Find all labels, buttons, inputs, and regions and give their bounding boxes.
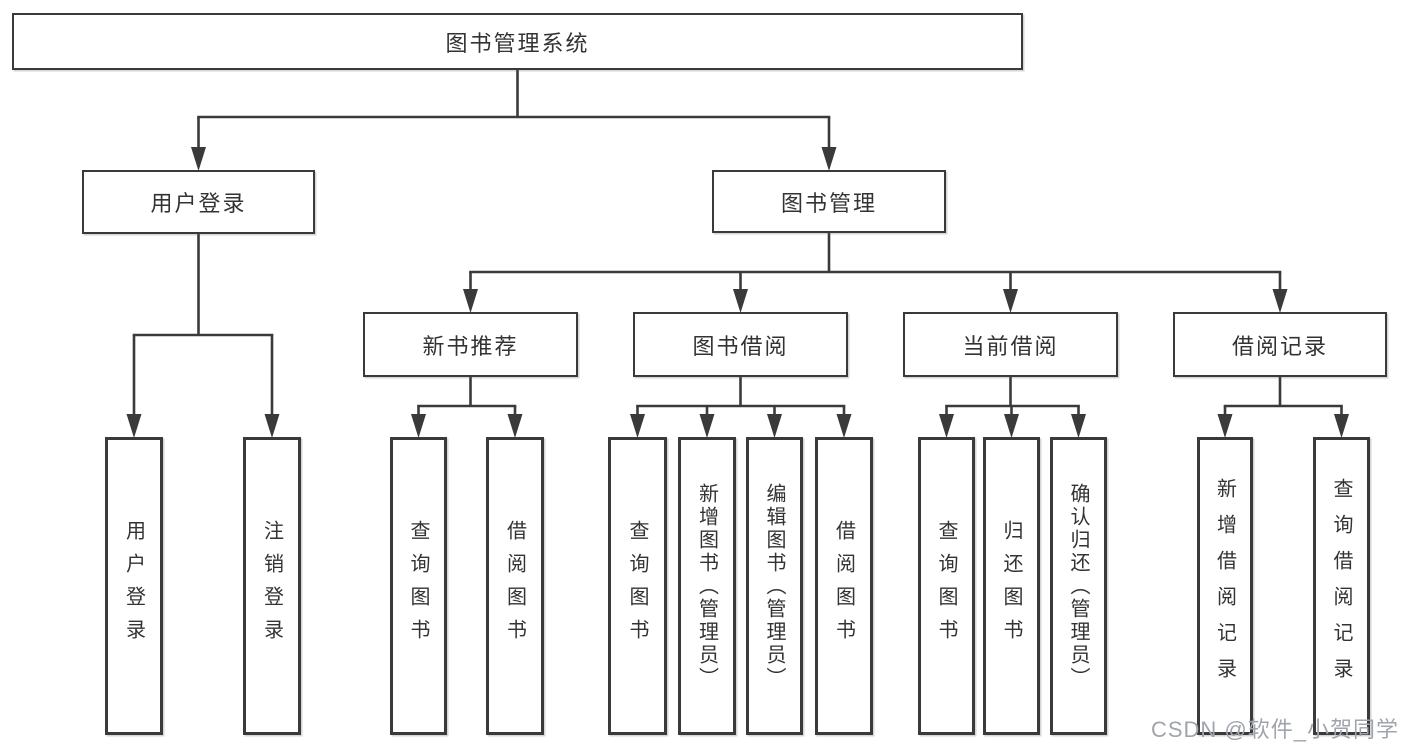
arrowhead-icon (507, 414, 523, 438)
node-add-borrow-record-leaf: 新增借阅记录 (1197, 437, 1253, 735)
node-label: 查询图书 (935, 520, 957, 652)
node-label: 图书管理系统 (445, 30, 590, 56)
arrowhead-icon (1003, 289, 1018, 313)
arrowhead-icon (264, 414, 280, 438)
node-label: 注销登录 (260, 520, 283, 652)
node-label: 查询借阅记录 (1330, 478, 1352, 694)
arrowhead-icon (1004, 414, 1019, 438)
node-label: 当前借阅 (962, 333, 1059, 359)
node-label: 确认归还（管理员） (1067, 482, 1089, 690)
arrowhead-icon (767, 414, 782, 438)
watermark: CSDN @软件_小贺同学 (1150, 717, 1399, 742)
arrowhead-icon (1217, 414, 1233, 438)
node-user-login-leaf: 用户登录 (105, 437, 163, 735)
node-query-books-leaf: 查询图书 (918, 437, 975, 735)
arrowhead-icon (836, 414, 852, 438)
node-current-borrowing: 当前借阅 (903, 312, 1118, 377)
node-book-management: 图书管理 (712, 170, 946, 233)
node-library-management-system: 图书管理系统 (12, 13, 1023, 70)
node-label: 查询图书 (407, 520, 429, 652)
node-label: 用户登录 (122, 520, 145, 652)
arrowhead-icon (463, 289, 478, 313)
arrowhead-icon (821, 147, 837, 171)
node-borrow-books-leaf: 借阅图书 (815, 437, 873, 735)
node-label: 编辑图书（管理员） (763, 482, 785, 690)
node-label: 图书管理 (780, 190, 877, 216)
node-return-books-leaf: 归还图书 (983, 437, 1040, 735)
node-query-books-leaf: 查询图书 (390, 437, 447, 735)
arrowhead-icon (411, 414, 426, 438)
node-query-borrow-record-leaf: 查询借阅记录 (1313, 437, 1370, 735)
node-label: 用户登录 (150, 191, 247, 216)
node-query-books-leaf: 查询图书 (608, 437, 667, 735)
arrowhead-icon (1272, 289, 1288, 313)
arrowhead-icon (939, 414, 954, 438)
node-edit-books-admin-leaf: 编辑图书（管理员） (746, 437, 803, 735)
node-label: 查询图书 (626, 520, 648, 652)
node-label: 借阅图书 (832, 520, 855, 652)
arrowhead-icon (1071, 414, 1086, 438)
node-borrowing-records: 借阅记录 (1173, 312, 1387, 377)
arrowhead-icon (733, 289, 748, 313)
arrowhead-icon (699, 414, 715, 438)
arrowhead-icon (1334, 414, 1349, 438)
node-label: 新增借阅记录 (1213, 478, 1236, 694)
node-add-books-admin-leaf: 新增图书（管理员） (678, 437, 736, 735)
arrowhead-icon (126, 414, 142, 438)
node-new-book-recommend: 新书推荐 (363, 312, 578, 377)
node-label: 归还图书 (1000, 520, 1022, 652)
node-label: 新增图书（管理员） (695, 482, 718, 690)
node-label: 借阅图书 (503, 520, 526, 652)
node-label: 借阅记录 (1231, 333, 1328, 359)
node-borrow-books-leaf: 借阅图书 (486, 437, 544, 735)
node-user-login: 用户登录 (82, 170, 315, 234)
arrowhead-icon (191, 147, 206, 171)
node-label: 新书推荐 (422, 333, 519, 359)
node-book-borrowing: 图书借阅 (633, 312, 848, 377)
node-logout-leaf: 注销登录 (243, 437, 301, 735)
arrowhead-icon (630, 414, 645, 438)
node-confirm-return-admin-leaf: 确认归还（管理员） (1050, 437, 1107, 735)
node-label: 图书借阅 (692, 333, 789, 359)
